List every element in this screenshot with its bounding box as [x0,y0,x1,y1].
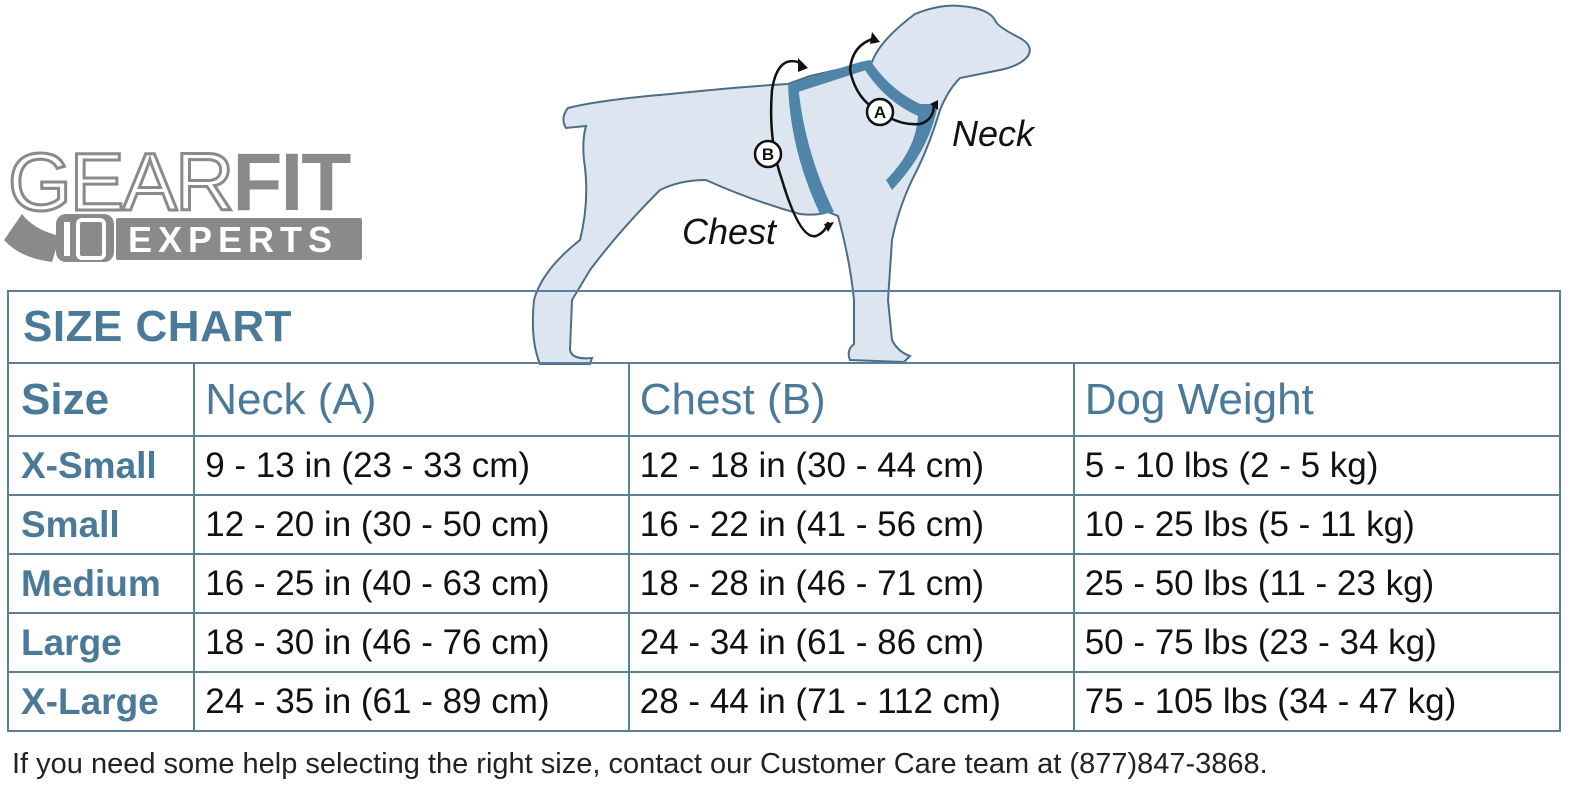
harness-chest-strap [788,84,834,214]
header-size: Size [6,362,196,437]
chest-cell: 24 - 34 in (61 - 86 cm) [627,612,1075,673]
table-title: SIZE CHART [7,290,1561,364]
size-cell: Large [6,612,196,673]
neck-cell: 9 - 13 in (23 - 33 cm) [193,435,630,496]
weight-cell: 10 - 25 lbs (5 - 11 kg) [1072,494,1562,555]
size-cell: X-Large [6,671,196,732]
table-row: X-Large 24 - 35 in (61 - 89 cm) 28 - 44 … [6,671,1562,732]
neck-cell: 12 - 20 in (30 - 50 cm) [193,494,630,555]
header-chest: Chest (B) [627,362,1075,437]
chest-cell: 18 - 28 in (46 - 71 cm) [627,553,1075,614]
header-neck: Neck (A) [193,362,630,437]
svg-text:B: B [762,145,774,164]
weight-cell: 5 - 10 lbs (2 - 5 kg) [1072,435,1562,496]
brand-logo: GEARFIT EXPERTS [0,140,370,270]
chest-cell: 12 - 18 in (30 - 44 cm) [627,435,1075,496]
chest-cell: 16 - 22 in (41 - 56 cm) [627,494,1075,555]
logo-tagline: EXPERTS [128,219,339,260]
collar-buckle-icon [4,214,114,262]
size-cell: X-Small [6,435,196,496]
marker-b: B [753,139,783,169]
neck-cell: 24 - 35 in (61 - 89 cm) [193,671,630,732]
table-header-row: Size Neck (A) Chest (B) Dog Weight [6,362,1562,437]
neck-cell: 16 - 25 in (40 - 63 cm) [193,553,630,614]
logo-word-gear: GEAR [6,137,235,228]
marker-a: A [865,97,895,127]
neck-cell: 18 - 30 in (46 - 76 cm) [193,612,630,673]
size-cell: Small [6,494,196,555]
table-row: Small 12 - 20 in (30 - 50 cm) 16 - 22 in… [6,494,1562,555]
table-row: Medium 16 - 25 in (40 - 63 cm) 18 - 28 i… [6,553,1562,614]
svg-text:A: A [874,103,886,122]
weight-cell: 25 - 50 lbs (11 - 23 kg) [1072,553,1562,614]
harness-back-strap [788,62,866,92]
size-chart-table: SIZE CHART Size Neck (A) Chest (B) Dog W… [6,290,1562,732]
label-neck: Neck [952,113,1036,154]
weight-cell: 75 - 105 lbs (34 - 47 kg) [1072,671,1562,732]
label-chest: Chest [682,211,778,252]
customer-care-note: If you need some help selecting the righ… [12,748,1268,780]
header-weight: Dog Weight [1072,362,1562,437]
chest-cell: 28 - 44 in (71 - 112 cm) [627,671,1075,732]
table-title-row: SIZE CHART [7,290,1561,364]
logo-word-fit: FIT [232,137,351,228]
harness-neck-strap [860,60,938,190]
logo-tagline-bar [116,218,362,260]
logo-wordmark: GEARFIT [6,140,351,225]
weight-cell: 50 - 75 lbs (23 - 34 kg) [1072,612,1562,673]
table-row: X-Small 9 - 13 in (23 - 33 cm) 12 - 18 i… [6,435,1562,496]
table-row: Large 18 - 30 in (46 - 76 cm) 24 - 34 in… [6,612,1562,673]
size-cell: Medium [6,553,196,614]
